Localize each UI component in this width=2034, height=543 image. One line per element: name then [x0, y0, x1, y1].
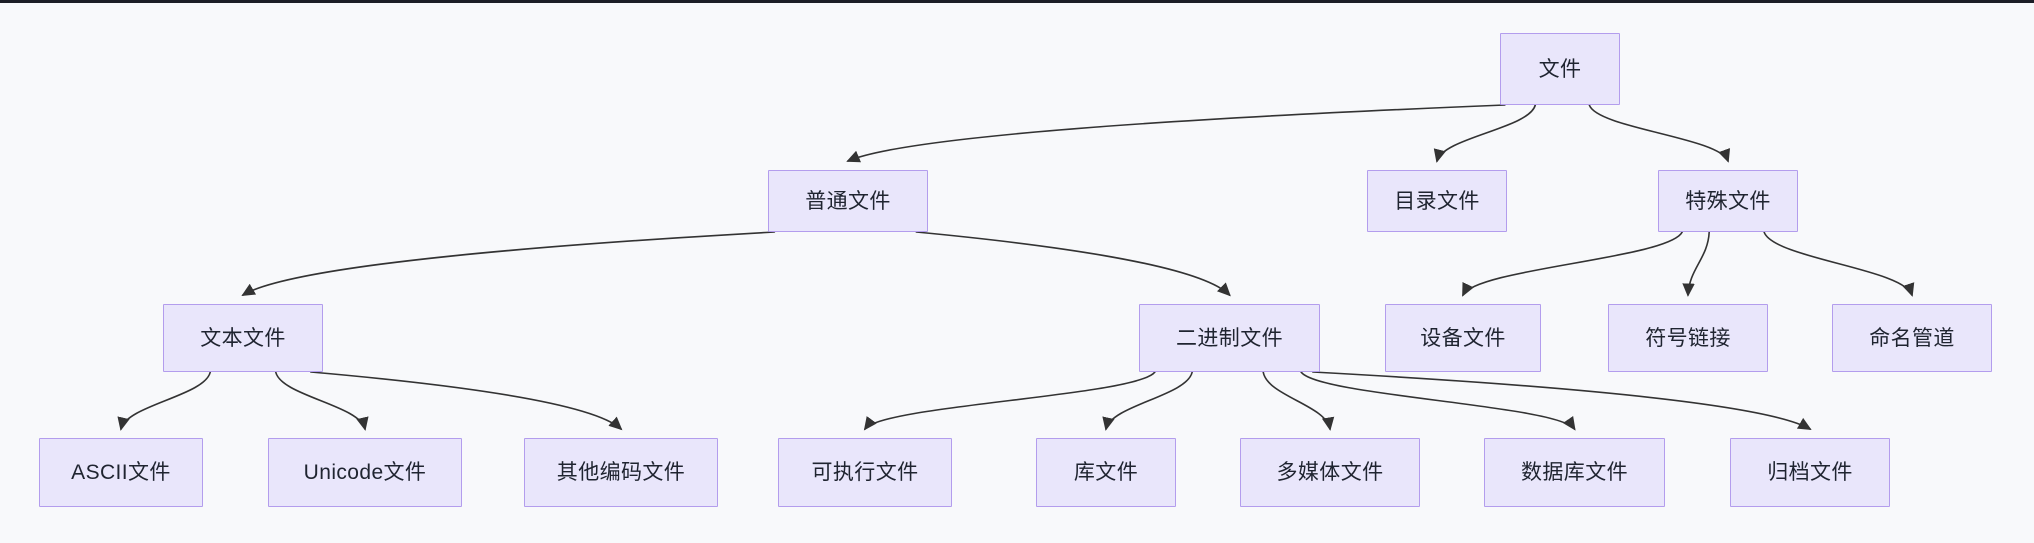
- node-label: 特殊文件: [1685, 189, 1771, 213]
- node-label: Unicode文件: [303, 461, 427, 484]
- node-label: 设备文件: [1420, 326, 1506, 350]
- node-symlink[interactable]: 符号链接: [1608, 304, 1768, 372]
- node-exec[interactable]: 可执行文件: [778, 438, 952, 507]
- node-label: 符号链接: [1645, 326, 1731, 350]
- node-db[interactable]: 数据库文件: [1484, 438, 1665, 507]
- node-unicode[interactable]: Unicode文件: [268, 438, 462, 507]
- node-label: 多媒体文件: [1276, 461, 1384, 484]
- node-pipe[interactable]: 命名管道: [1832, 304, 1992, 372]
- node-device[interactable]: 设备文件: [1385, 304, 1541, 372]
- node-dir[interactable]: 目录文件: [1367, 170, 1507, 232]
- node-lib[interactable]: 库文件: [1036, 438, 1176, 507]
- node-label: 文件: [1538, 57, 1582, 81]
- node-label: 归档文件: [1767, 461, 1853, 484]
- node-label: 二进制文件: [1176, 326, 1283, 350]
- node-label: 命名管道: [1869, 326, 1955, 350]
- node-special[interactable]: 特殊文件: [1658, 170, 1798, 232]
- node-archive[interactable]: 归档文件: [1730, 438, 1890, 507]
- top-border-strip: [0, 0, 2034, 3]
- node-label: 普通文件: [805, 189, 891, 213]
- node-media[interactable]: 多媒体文件: [1240, 438, 1420, 507]
- node-root[interactable]: 文件: [1500, 33, 1620, 105]
- node-label: 数据库文件: [1521, 461, 1628, 484]
- node-label: 其他编码文件: [556, 461, 686, 484]
- node-ascii[interactable]: ASCII文件: [39, 438, 203, 507]
- node-otherenc[interactable]: 其他编码文件: [524, 438, 718, 507]
- node-label: 文本文件: [200, 326, 286, 350]
- node-normal[interactable]: 普通文件: [768, 170, 928, 232]
- node-label: 库文件: [1073, 461, 1139, 484]
- node-label: 可执行文件: [811, 461, 919, 484]
- node-text[interactable]: 文本文件: [163, 304, 323, 372]
- node-binary[interactable]: 二进制文件: [1139, 304, 1320, 372]
- node-label: ASCII文件: [71, 461, 171, 484]
- node-label: 目录文件: [1394, 189, 1480, 213]
